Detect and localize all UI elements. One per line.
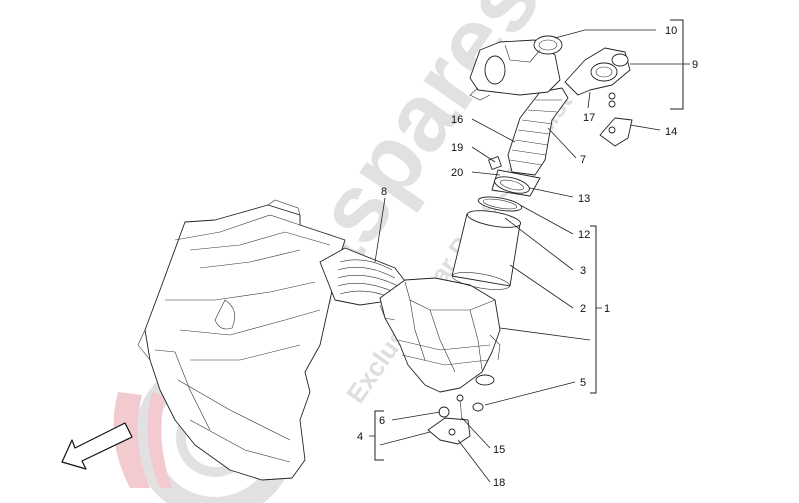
- mount-assembly-part: [427, 394, 471, 445]
- leader-lines: [369, 19, 690, 483]
- callout-15: 15: [493, 444, 505, 456]
- callout-14: 14: [665, 126, 677, 138]
- callout-17: 17: [583, 112, 595, 124]
- callout-19: 19: [451, 142, 463, 154]
- callout-8: 8: [381, 186, 387, 198]
- callout-2: 2: [580, 303, 586, 315]
- lower-hose-part: [488, 156, 541, 197]
- callout-3: 3: [580, 265, 586, 277]
- callout-5: 5: [580, 377, 586, 389]
- callout-16: 16: [451, 114, 463, 126]
- air-filter-box-part: [379, 277, 501, 412]
- callout-20: 20: [451, 167, 463, 179]
- filter-element-part: [451, 210, 522, 290]
- callout-4: 4: [357, 431, 363, 443]
- callout-10: 10: [665, 25, 677, 37]
- callout-labels: 10 9 14 17 16 7 19 20 13 8 12 3 2 1 5 6 …: [357, 25, 698, 489]
- turbo-pipe-part: [564, 47, 631, 108]
- seal-ring-part: [477, 196, 523, 212]
- corrugated-hose-part: [507, 87, 569, 176]
- callout-6: 6: [379, 415, 385, 427]
- arrow-outline-icon: [61, 422, 133, 470]
- callout-12: 12: [578, 229, 590, 241]
- intake-duct-part: [319, 247, 409, 306]
- callout-13: 13: [578, 193, 590, 205]
- throttle-body-part: [469, 35, 563, 101]
- bracket-part: [599, 117, 633, 147]
- engine-cover-part: [137, 199, 346, 481]
- callout-1: 1: [604, 303, 610, 315]
- callout-9: 9: [692, 59, 698, 71]
- callout-18: 18: [493, 477, 505, 489]
- callout-7: 7: [580, 154, 586, 166]
